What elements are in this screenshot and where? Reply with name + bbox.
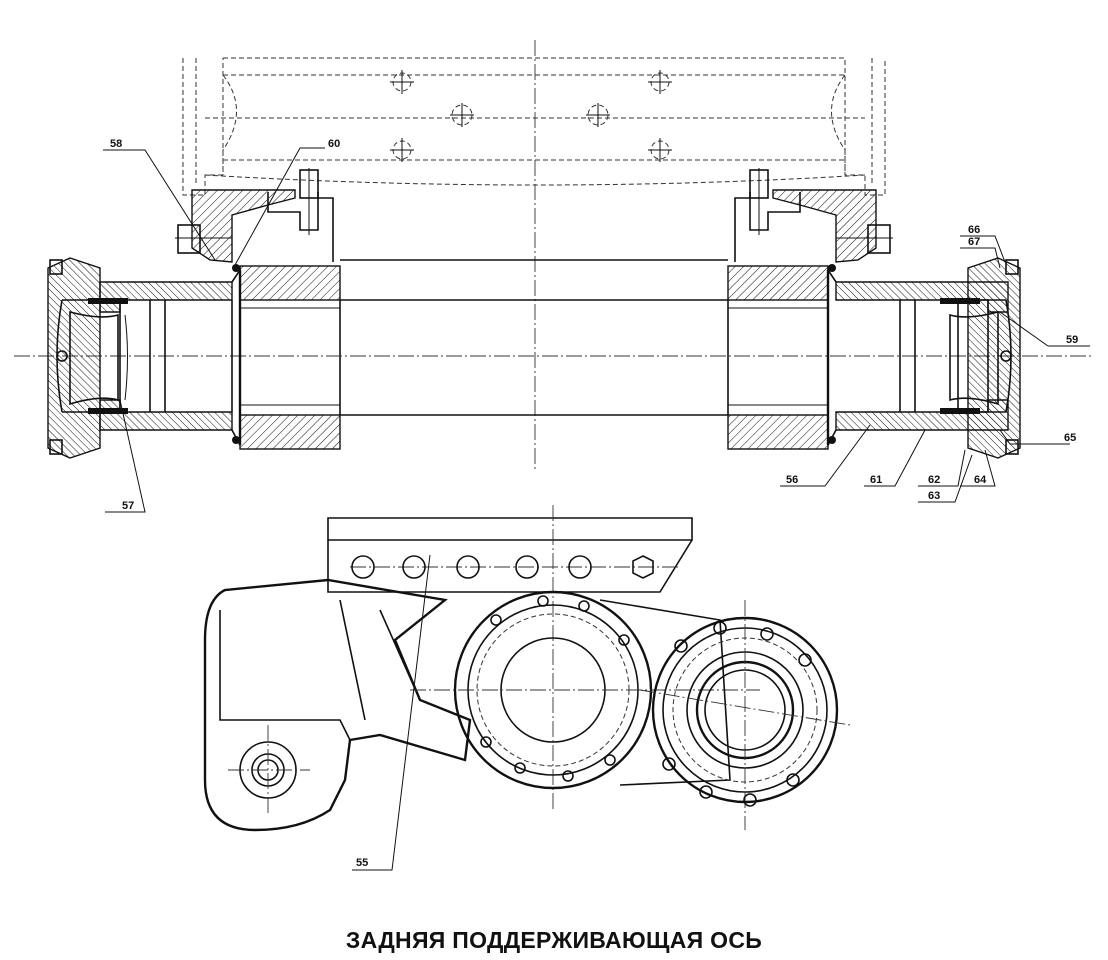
callout-65: 65 xyxy=(1064,432,1076,444)
leader-lines xyxy=(103,147,1090,871)
callout-61: 61 xyxy=(870,474,882,486)
axle-section xyxy=(14,259,1094,450)
callouts: 58 60 57 56 61 62 63 64 65 59 66 67 55 xyxy=(110,138,1078,869)
callout-64: 64 xyxy=(974,474,987,486)
drawing-title: ЗАДНЯЯ ПОДДЕРЖИВАЮЩАЯ ОСЬ xyxy=(346,927,762,953)
hub-bolts-right xyxy=(662,621,812,807)
right-bracket xyxy=(734,168,893,263)
hub-bolts-left xyxy=(480,595,630,782)
callout-56: 56 xyxy=(786,474,798,486)
callout-58: 58 xyxy=(110,138,122,150)
callout-62: 62 xyxy=(928,474,940,486)
left-hub xyxy=(47,257,242,459)
left-bracket xyxy=(175,168,334,263)
callout-66: 66 xyxy=(968,224,980,236)
frame-outline xyxy=(182,40,886,470)
callout-63: 63 xyxy=(928,490,940,502)
callout-55: 55 xyxy=(356,857,368,869)
callout-67: 67 xyxy=(968,236,980,248)
right-hub xyxy=(826,257,1021,459)
frame-bolt-marks xyxy=(390,70,672,162)
callout-57: 57 xyxy=(122,500,134,512)
plate-bolts xyxy=(351,555,654,579)
side-view xyxy=(203,505,851,832)
callout-59: 59 xyxy=(1066,334,1078,346)
callout-60: 60 xyxy=(328,138,340,150)
